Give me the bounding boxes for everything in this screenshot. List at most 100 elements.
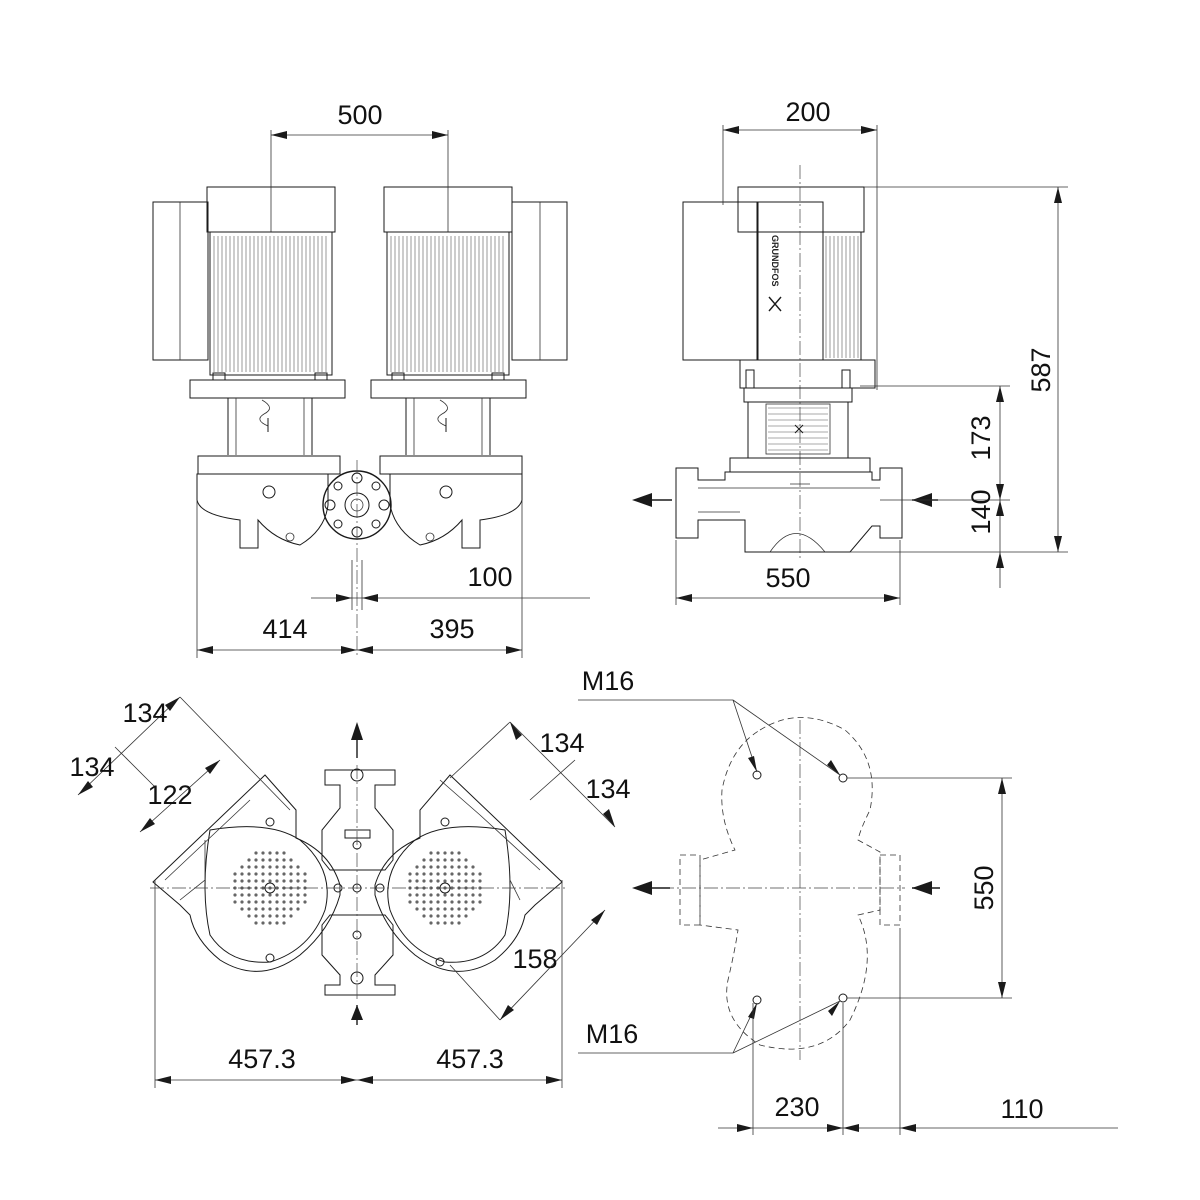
dim-158: 158 — [512, 944, 557, 974]
impeller-hole — [457, 879, 461, 883]
impeller-hole — [464, 865, 468, 869]
impeller-hole — [261, 914, 265, 918]
impeller-hole — [247, 907, 251, 911]
impeller-hole — [408, 879, 412, 883]
impeller-hole — [429, 900, 433, 904]
dim-457-right: 457.3 — [436, 1044, 504, 1074]
impeller-hole — [443, 914, 447, 918]
impeller-hole — [471, 879, 475, 883]
impeller-hole — [457, 865, 461, 869]
impeller-hole — [436, 851, 440, 855]
impeller-hole — [450, 907, 454, 911]
impeller-hole — [450, 900, 454, 904]
impeller-hole — [429, 907, 433, 911]
impeller-hole — [464, 893, 468, 897]
impeller-hole — [254, 900, 258, 904]
impeller-hole — [282, 914, 286, 918]
impeller-hole — [296, 893, 300, 897]
dim-550-side: 550 — [765, 563, 810, 593]
impeller-hole — [443, 907, 447, 911]
impeller-hole — [254, 921, 258, 925]
impeller-hole — [415, 872, 419, 876]
impeller-hole — [471, 886, 475, 890]
impeller-hole — [443, 851, 447, 855]
impeller-hole — [268, 893, 272, 897]
impeller-hole — [289, 872, 293, 876]
grundfos-x-logo: GRUNDFOS — [768, 235, 782, 312]
impeller-hole — [429, 879, 433, 883]
impeller-hole — [464, 858, 468, 862]
dim-134-b2: 134 — [585, 774, 630, 804]
impeller-hole — [478, 872, 482, 876]
impeller-hole — [268, 851, 272, 855]
impeller-hole — [289, 907, 293, 911]
impeller-hole — [296, 872, 300, 876]
impeller-hole — [289, 879, 293, 883]
impeller-hole — [450, 886, 454, 890]
impeller-hole — [282, 907, 286, 911]
impeller-hole — [443, 858, 447, 862]
impeller-hole — [464, 879, 468, 883]
impeller-hole — [261, 872, 265, 876]
impeller-hole — [450, 865, 454, 869]
impeller-hole — [415, 900, 419, 904]
impeller-hole — [233, 879, 237, 883]
dim-134-a1: 134 — [122, 698, 167, 728]
impeller-hole — [443, 879, 447, 883]
impeller-hole — [289, 858, 293, 862]
impeller-hole — [436, 865, 440, 869]
dim-140: 140 — [966, 489, 996, 534]
impeller-hole — [247, 858, 251, 862]
impeller-hole — [296, 886, 300, 890]
dim-110: 110 — [1000, 1094, 1043, 1124]
dim-122: 122 — [147, 780, 192, 810]
impeller-hole — [429, 851, 433, 855]
impeller-hole — [254, 851, 258, 855]
impeller-hole — [254, 879, 258, 883]
impeller-hole — [478, 900, 482, 904]
impeller-hole — [422, 879, 426, 883]
impeller-hole — [450, 858, 454, 862]
impeller-hole — [450, 893, 454, 897]
impeller-hole — [457, 900, 461, 904]
impeller-hole — [268, 865, 272, 869]
impeller-hole — [422, 858, 426, 862]
impeller-hole — [464, 907, 468, 911]
dim-550-foundation: 550 — [969, 865, 999, 910]
impeller-hole — [422, 907, 426, 911]
impeller-hole — [422, 914, 426, 918]
impeller-hole — [282, 921, 286, 925]
impeller-hole — [429, 914, 433, 918]
impeller-hole — [289, 900, 293, 904]
impeller-hole — [261, 851, 265, 855]
impeller-hole — [422, 893, 426, 897]
impeller-hole — [457, 893, 461, 897]
dim-200: 200 — [785, 97, 830, 127]
impeller-hole — [415, 865, 419, 869]
dim-134-a2: 134 — [69, 752, 114, 782]
impeller-hole — [436, 921, 440, 925]
impeller-hole — [268, 900, 272, 904]
impeller-hole — [471, 893, 475, 897]
dim-457-left: 457.3 — [228, 1044, 296, 1074]
brand-label: GRUNDFOS — [770, 235, 780, 287]
impeller-hole — [240, 900, 244, 904]
impeller-hole — [275, 893, 279, 897]
side-motor-fins — [825, 236, 859, 358]
impeller-hole — [436, 893, 440, 897]
impeller-hole — [282, 851, 286, 855]
dim-414: 414 — [262, 614, 307, 644]
impeller-hole — [247, 914, 251, 918]
impeller-hole — [233, 872, 237, 876]
left-motor-fins — [213, 236, 327, 372]
impeller-hole — [254, 865, 258, 869]
impeller-hole — [275, 851, 279, 855]
impeller-hole — [303, 893, 307, 897]
impeller-hole — [296, 900, 300, 904]
dim-230: 230 — [774, 1092, 819, 1122]
impeller-hole — [429, 921, 433, 925]
front-view: 500 100 414 395 — [152, 100, 590, 658]
impeller-hole — [443, 893, 447, 897]
impeller-hole — [422, 900, 426, 904]
impeller-hole — [415, 893, 419, 897]
